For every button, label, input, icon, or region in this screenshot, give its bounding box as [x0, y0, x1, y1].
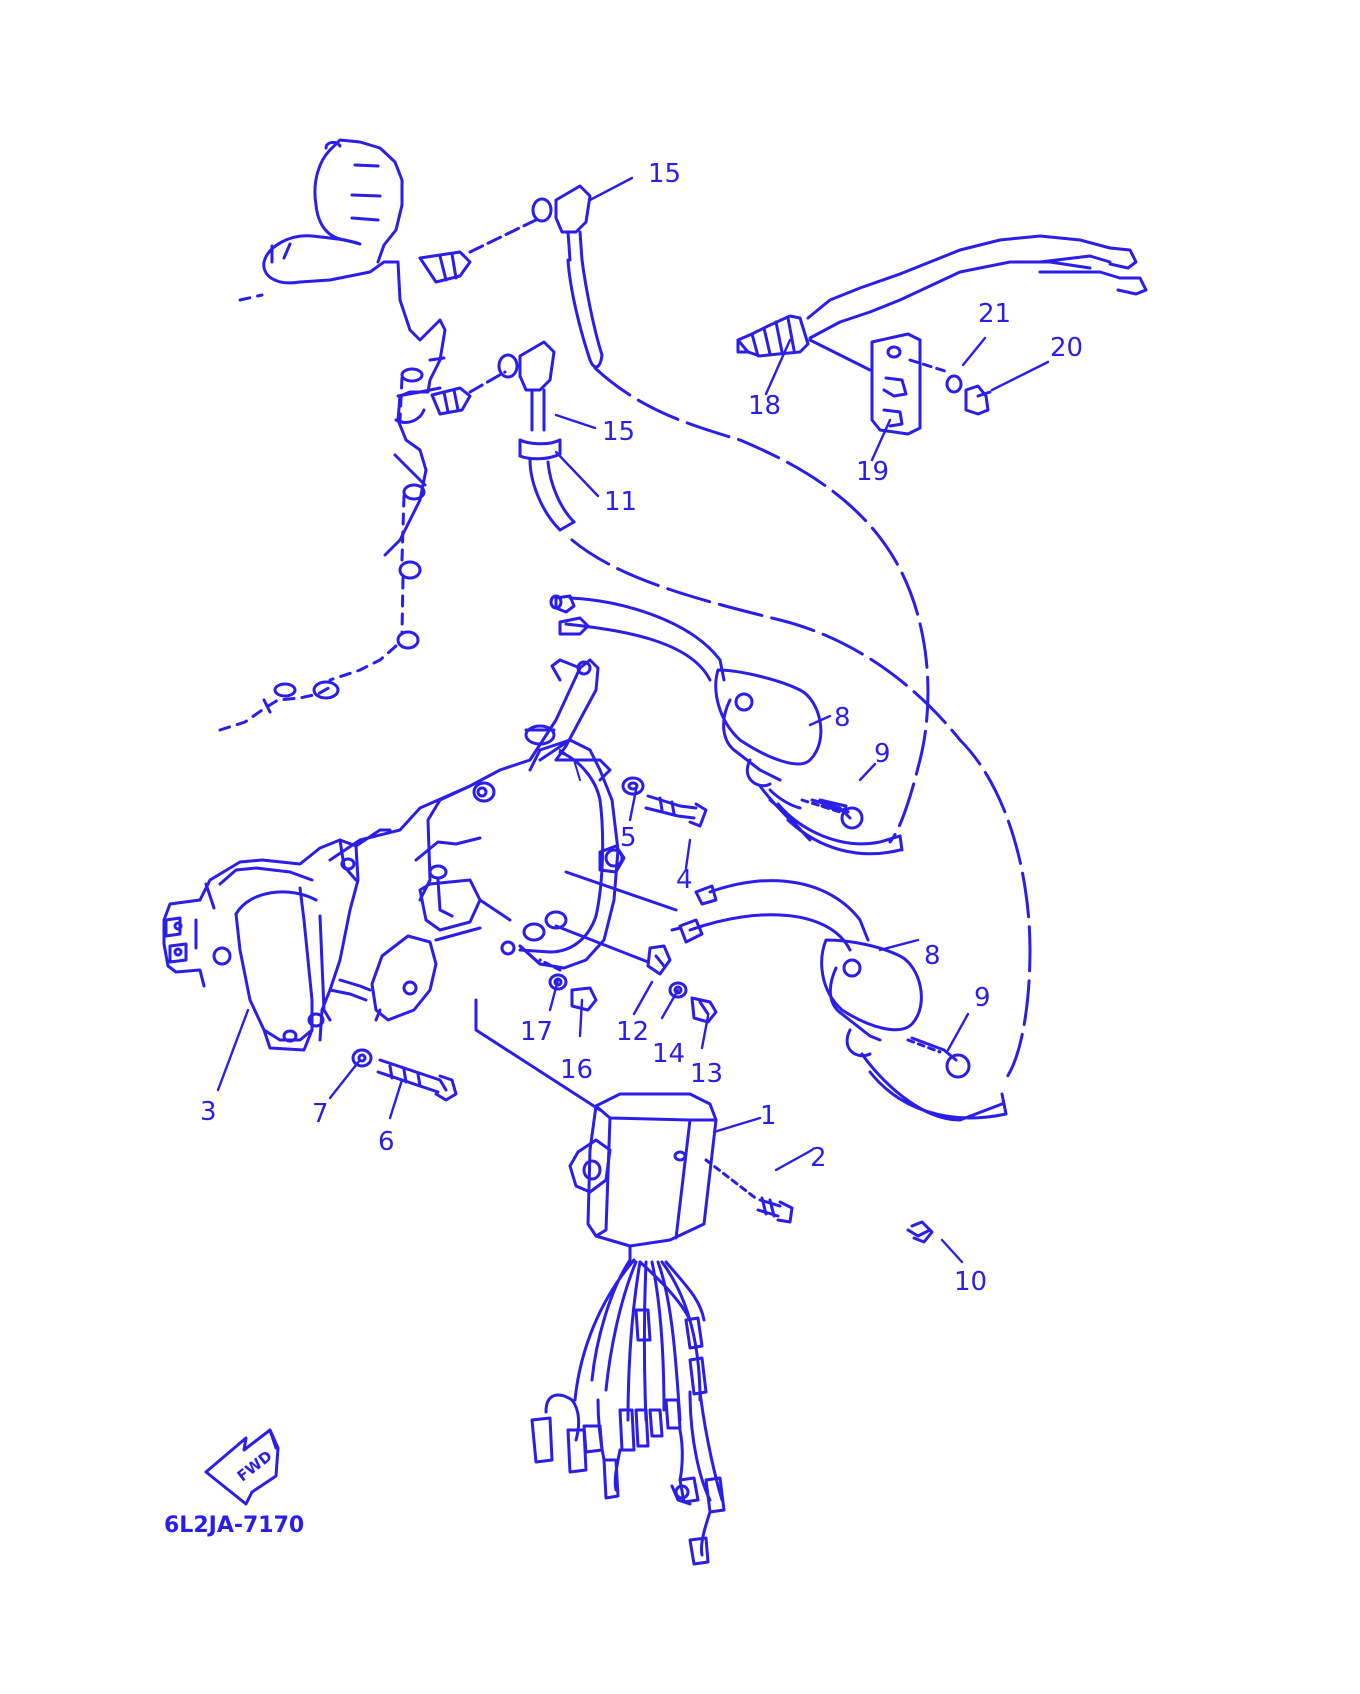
part-label-4: 4 [676, 865, 693, 895]
engine-block-outline [218, 138, 472, 732]
part-label-15-upper: 15 [648, 159, 681, 189]
part-label-9-upper: 9 [874, 739, 891, 769]
part-label-9-lower: 9 [974, 983, 991, 1013]
part-label-15-lower: 15 [602, 417, 635, 447]
part-label-7: 7 [312, 1099, 329, 1129]
part-label-3: 3 [200, 1097, 217, 1127]
fasteners [351, 776, 934, 1244]
spark-plug-cap-lower [468, 340, 1032, 1082]
spark-plug-cap-upper [468, 184, 930, 844]
part-label-19: 19 [856, 457, 889, 487]
part-label-1: 1 [760, 1101, 777, 1131]
part-label-12: 12 [616, 1017, 649, 1047]
part-label-17: 17 [520, 1017, 553, 1047]
part-label-16: 16 [560, 1055, 593, 1085]
part-callouts: 15 15 11 21 20 18 19 8 9 5 4 8 9 17 16 1… [164, 159, 1083, 1538]
part-label-13: 13 [690, 1059, 723, 1089]
part-label-11: 11 [604, 487, 637, 517]
part-label-6: 6 [378, 1127, 395, 1157]
ignition-coil-lower [670, 879, 1008, 1122]
part-label-5: 5 [620, 823, 637, 853]
part-label-20: 20 [1050, 333, 1083, 363]
part-label-10: 10 [954, 1267, 987, 1297]
part-label-18: 18 [748, 391, 781, 421]
part-label-14: 14 [652, 1039, 685, 1069]
mounting-plate [328, 658, 626, 1022]
part-label-21: 21 [978, 299, 1011, 329]
part-label-2: 2 [810, 1143, 827, 1173]
part-label-8-upper: 8 [834, 703, 851, 733]
part-label-8-lower: 8 [924, 941, 941, 971]
ignition-coil-upper [549, 594, 904, 856]
fwd-arrow [204, 1428, 280, 1506]
mounting-bracket [162, 828, 392, 1052]
stop-switch-assembly [736, 234, 1148, 436]
leader-lines [216, 176, 1050, 1264]
cdi-unit [474, 998, 726, 1566]
drawing-number: 6L2JA-7170 [164, 1513, 304, 1538]
